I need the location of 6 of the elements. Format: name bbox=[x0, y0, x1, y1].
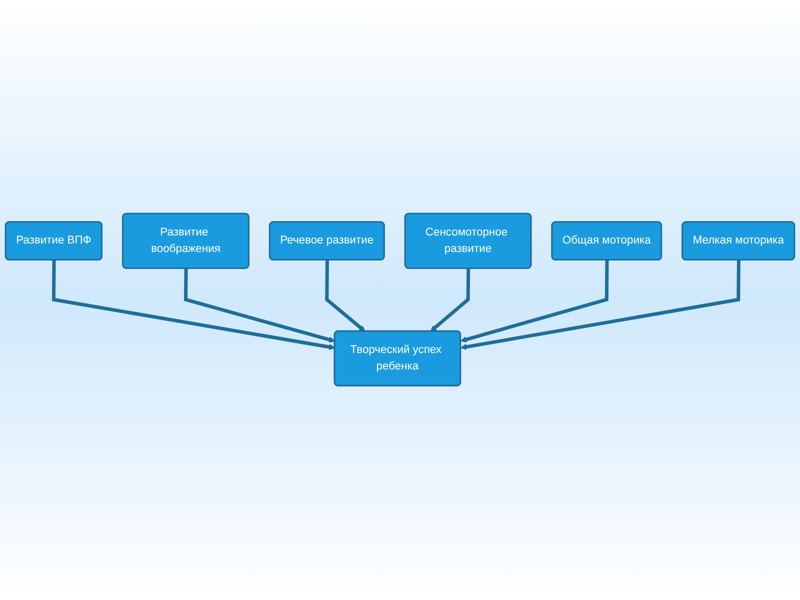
arrow bbox=[460, 260, 740, 350]
arrow bbox=[52, 260, 336, 350]
arrow bbox=[184, 268, 336, 344]
arrow bbox=[430, 268, 470, 332]
arrow bbox=[460, 260, 609, 343]
arrow bbox=[325, 260, 366, 332]
